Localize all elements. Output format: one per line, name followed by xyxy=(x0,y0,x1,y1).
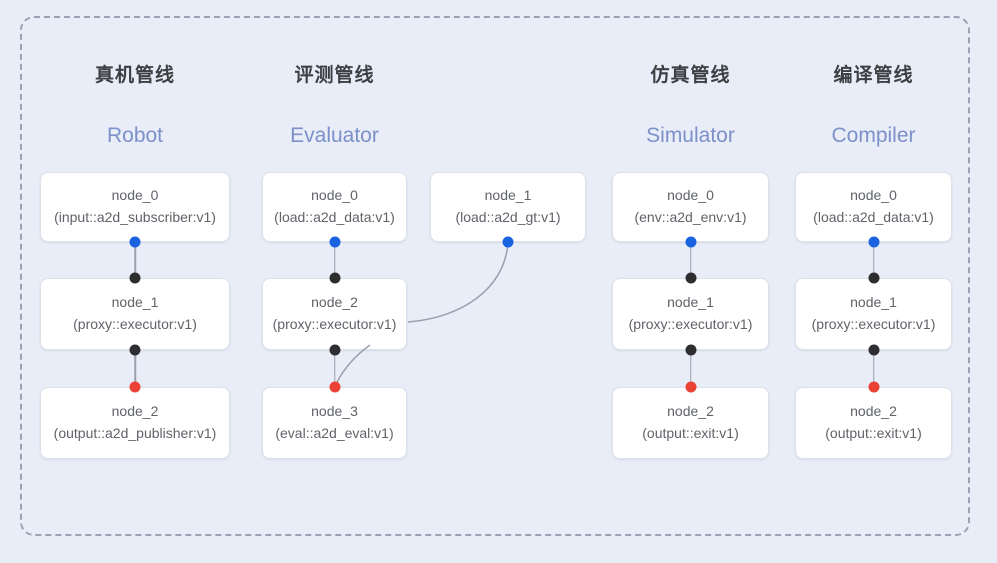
node-evaluator-node_0[interactable]: node_0(load::a2d_data:v1) xyxy=(262,172,407,242)
node-label: node_1 xyxy=(667,294,714,311)
node-robot-node_0[interactable]: node_0(input::a2d_subscriber:v1) xyxy=(40,172,230,242)
node-robot-node_2[interactable]: node_2(output::a2d_publisher:v1) xyxy=(40,387,230,459)
node-label: node_0 xyxy=(311,187,358,204)
column-title-cn-robot: 真机管线 xyxy=(94,65,175,86)
node-type: (load::a2d_data:v1) xyxy=(813,209,934,225)
port-blue-bottom[interactable] xyxy=(685,236,696,248)
node-label: node_3 xyxy=(311,403,358,420)
node-type: (load::a2d_data:v1) xyxy=(274,209,395,225)
port-black-bottom[interactable] xyxy=(129,344,141,356)
node-label: node_0 xyxy=(850,187,897,204)
edge-compiler-0 xyxy=(872,242,875,278)
node-type: (proxy::executor:v1) xyxy=(73,316,197,332)
port-black-top[interactable] xyxy=(129,272,141,284)
node-type: (output::a2d_publisher:v1) xyxy=(53,425,217,441)
node-type: (input::a2d_subscriber:v1) xyxy=(54,209,216,225)
node-compiler-node_1[interactable]: node_1(proxy::executor:v1) xyxy=(795,278,952,350)
port-black-top[interactable] xyxy=(329,272,340,284)
column-title-en-robot: Robot xyxy=(106,124,164,147)
node-label: node_1 xyxy=(850,294,897,311)
node-type: (eval::a2d_eval:v1) xyxy=(275,425,394,441)
port-red-top[interactable] xyxy=(129,381,141,393)
node-label: node_0 xyxy=(667,187,714,204)
node-type: (output::exit:v1) xyxy=(825,425,922,441)
port-blue-bottom[interactable] xyxy=(329,236,340,248)
edge-evaluator-1 xyxy=(333,350,336,387)
node-simulator-node_1[interactable]: node_1(proxy::executor:v1) xyxy=(612,278,769,350)
port-blue-bottom[interactable] xyxy=(502,236,514,248)
node-type: (load::a2d_gt:v1) xyxy=(455,209,561,225)
port-black-bottom[interactable] xyxy=(685,344,696,356)
port-blue-bottom[interactable] xyxy=(868,236,879,248)
node-compiler-node_2[interactable]: node_2(output::exit:v1) xyxy=(795,387,952,459)
column-title-en-simulator: Simulator xyxy=(646,124,735,147)
node-compiler-node_0[interactable]: node_0(load::a2d_data:v1) xyxy=(795,172,952,242)
port-red-top[interactable] xyxy=(329,381,340,393)
node-label: node_1 xyxy=(111,294,159,311)
node-simulator-node_0[interactable]: node_0(env::a2d_env:v1) xyxy=(612,172,769,242)
edge-robot-1 xyxy=(134,350,136,387)
node-label: node_0 xyxy=(111,187,159,204)
edge-evaluator-0 xyxy=(333,242,336,278)
column-title-cn-compiler: 编译管线 xyxy=(833,65,914,86)
port-red-top[interactable] xyxy=(685,381,696,393)
node-type: (proxy::executor:v1) xyxy=(628,316,753,332)
edge-simulator-1 xyxy=(689,350,692,387)
column-title-en-evaluator: Evaluator xyxy=(290,124,379,147)
node-simulator-node_2[interactable]: node_2(output::exit:v1) xyxy=(612,387,769,459)
port-blue-bottom[interactable] xyxy=(129,236,141,248)
node-label: node_2 xyxy=(111,403,159,420)
column-title-en-compiler: Compiler xyxy=(831,124,916,147)
diagram-outer-frame xyxy=(20,16,970,536)
column-title-cn-evaluator: 评测管线 xyxy=(294,65,375,86)
node-label: node_2 xyxy=(850,403,897,420)
node-evaluator-node_1[interactable]: node_1(load::a2d_gt:v1) xyxy=(430,172,586,242)
node-type: (proxy::executor:v1) xyxy=(811,316,936,332)
port-black-top[interactable] xyxy=(868,272,879,284)
port-black-top[interactable] xyxy=(685,272,696,284)
port-red-top[interactable] xyxy=(868,381,879,393)
node-evaluator-node_3[interactable]: node_3(eval::a2d_eval:v1) xyxy=(262,387,407,459)
node-type: (proxy::executor:v1) xyxy=(272,316,397,332)
node-evaluator-node_2[interactable]: node_2(proxy::executor:v1) xyxy=(262,278,407,350)
edge-robot-0 xyxy=(134,242,136,278)
node-label: node_1 xyxy=(484,187,532,204)
edge-compiler-1 xyxy=(872,350,875,387)
edge-simulator-0 xyxy=(689,242,692,278)
node-robot-node_1[interactable]: node_1(proxy::executor:v1) xyxy=(40,278,230,350)
column-title-cn-simulator: 仿真管线 xyxy=(650,65,731,86)
node-type: (env::a2d_env:v1) xyxy=(634,209,747,225)
port-black-bottom[interactable] xyxy=(329,344,340,356)
node-label: node_2 xyxy=(311,294,358,311)
port-black-bottom[interactable] xyxy=(868,344,879,356)
node-label: node_2 xyxy=(667,403,714,420)
node-type: (output::exit:v1) xyxy=(642,425,739,441)
